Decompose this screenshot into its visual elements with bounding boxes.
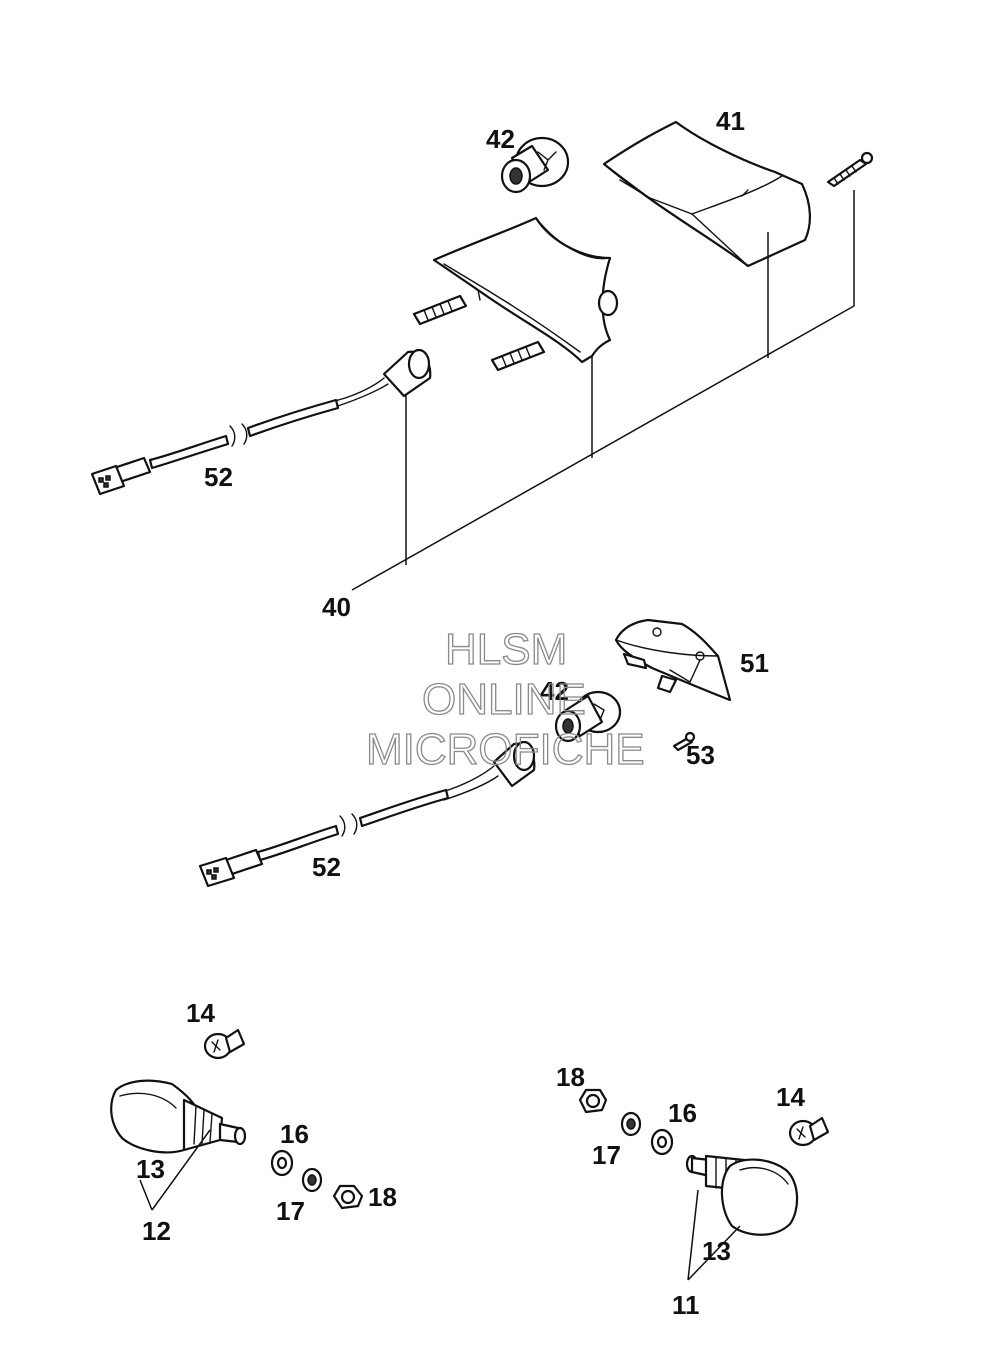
label-42-middle: 42 [540,676,569,706]
label-51: 51 [740,648,769,678]
lens-screw [826,151,874,188]
screw-53 [672,731,696,752]
label-16-right: 16 [668,1098,697,1128]
nut-18-right [578,1088,608,1114]
label-42-top: 42 [486,124,515,154]
label-41: 41 [716,106,745,136]
label-17-left: 17 [276,1196,305,1226]
label-16-left: 16 [280,1119,309,1149]
label-52-middle: 52 [312,852,341,882]
bulb-42-middle [554,690,622,743]
bulb-42-top [500,136,570,194]
lock-washer-17-right [620,1111,642,1137]
lock-washer-17-left [301,1167,323,1193]
leader-lines-40 [351,190,855,591]
watermark-line3: MICROFICHE [366,725,645,774]
label-18-right: 18 [556,1062,585,1092]
turn-signal-left-assembly: 14 16 17 18 13 12 [110,998,397,1246]
label-14-left: 14 [186,998,215,1028]
license-light-51 [614,618,732,702]
turn-signal-lens-left [110,1079,247,1154]
license-light-assembly: 51 42 53 52 [198,618,769,888]
taillight-housing-40 [412,216,619,372]
label-18-left: 18 [368,1182,397,1212]
label-53: 53 [686,740,715,770]
bulb-14-left [203,1028,246,1060]
label-12: 12 [142,1216,171,1246]
nut-18-left [332,1184,364,1210]
watermark-line1: HLSM [445,625,567,674]
label-14-right: 14 [776,1082,805,1112]
label-52-top: 52 [204,462,233,492]
taillight-lens-41 [602,120,811,268]
taillight-assembly: 41 42 52 40 [90,106,874,622]
watermark: HLSM ONLINE MICROFICHE [365,624,645,774]
label-13-right: 13 [702,1236,731,1266]
label-11: 11 [672,1290,700,1320]
label-17-right: 17 [592,1140,621,1170]
washer-16-left [270,1149,294,1177]
leader-11-right [687,1189,741,1281]
cable-socket-52-middle [198,740,536,888]
turn-signal-lens-right [685,1154,799,1236]
leader-12-left [139,1129,211,1211]
bulb-14-right [788,1116,830,1147]
label-40: 40 [322,592,351,622]
watermark-line2: ONLINE [422,675,586,724]
washer-16-right [650,1128,674,1156]
cable-socket-52-top [90,348,432,496]
label-13-left: 13 [136,1154,165,1184]
turn-signal-right-assembly: 18 16 14 17 13 11 [556,1062,830,1320]
